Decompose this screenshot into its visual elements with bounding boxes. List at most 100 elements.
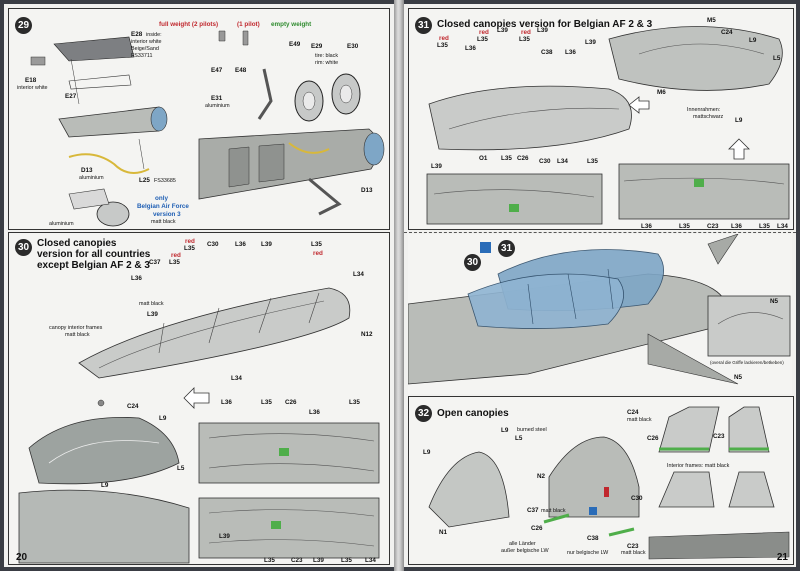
step-32-title: Open canopies [437,408,509,419]
r-label-c30: C30 [539,158,551,165]
s32-label-burned-steel: burned steel [517,427,547,433]
label-b-c23: C23 [291,557,303,564]
r-label-g-l36: L36 [641,223,652,230]
label-e27: E27 [65,93,77,100]
label-e30: E30 [347,43,359,50]
label-l35-c: L35 [169,259,180,266]
step-31-panel: 31 Closed canopies version for Belgian A… [408,8,794,230]
label-canopy-frames-1: canopy interior frames [49,325,103,331]
label-l25-note: FS33685 [154,178,176,184]
step-30-number: 30 [15,239,32,256]
label-version-3: version 3 [153,211,181,218]
s32-label-c26: C26 [531,525,543,532]
label-red-1: red [185,238,195,245]
r-label-l36-b: L36 [565,49,576,56]
s32-label-c23: C23 [627,543,639,550]
step-32-drawing [428,406,790,560]
dashed-divider [404,232,796,233]
r-label-innen-1: Innenrahmen: [687,107,721,113]
r-label-l34: L34 [557,158,568,165]
label-e48: E48 [235,67,247,74]
s32-label-c37-note: matt black [541,508,566,514]
assembly-n5-b: N5 [734,374,743,381]
r-label-red-3: red [521,29,531,36]
r-label-innen-2: mattschwarz [693,114,724,120]
label-c30: C30 [207,241,219,248]
r-label-l35-a: L35 [437,42,448,49]
page-number-right: 21 [776,552,788,563]
label-e31: E31 [211,95,223,102]
r-label-l39-d: L39 [431,163,442,170]
s32-label-n1: N1 [439,529,448,536]
s32-label-l9-b: L9 [423,449,431,456]
assembly-step-31: 31 [498,240,515,257]
label-n12: N12 [361,331,373,338]
step-29-drawing [30,30,385,227]
page-number-left: 20 [16,552,28,563]
label-g-l35-a: L35 [261,399,272,406]
s32-label-interior: Interior frames: matt black [667,463,730,469]
label-g-l35-b: L35 [349,399,360,406]
r-label-l36-a: L36 [465,45,476,52]
label-e28-note4: FS33711 [131,53,153,59]
r-label-l35-e: L35 [587,158,598,165]
s32-label-r-c26: C26 [647,435,659,442]
r-label-l39-b: L39 [537,27,548,34]
s32-label-r-c23: C23 [713,433,725,440]
label-l25: L25 [139,177,150,184]
label-d13: D13 [81,167,93,174]
r-label-m5: M5 [707,17,716,24]
s32-label-n2: N2 [537,473,546,480]
step-30-title-2: version for all countries [37,249,151,260]
label-l36-b: L36 [131,275,142,282]
r-label-l35-c: L35 [519,36,530,43]
s32-label-alle-1: alle Länder [509,541,536,547]
s32-label-l5: L5 [515,435,523,442]
r-label-g-l36-b: L36 [731,223,742,230]
r-label-g-l35-b: L35 [759,223,770,230]
label-aluminium: aluminium [49,221,74,227]
label-l9-b: L9 [101,482,109,489]
s32-label-nur: nur belgische LW [567,550,609,556]
label-d13-note: aluminium [79,175,104,181]
s32-label-matt-black: matt black [627,417,652,423]
r-label-l35-d: L35 [501,155,512,162]
label-only: only [155,195,168,202]
step-30-panel: 30 Closed canopies version for all count… [8,232,390,565]
step-31-title: Closed canopies version for Belgian AF 2… [437,19,653,30]
label-b-l34: L34 [365,557,376,564]
label-l35-a: L35 [184,245,195,252]
label-belgian-air-force: Belgian Air Force [137,203,189,210]
label-e28-note1: inside: [146,32,162,38]
label-e49: E49 [289,41,301,48]
label-g-c26: C26 [285,399,297,406]
step-29-panel: 29 full weight (2 pilots) (1 pilot) empt… [8,8,390,230]
label-matt-black-30: matt black [139,301,164,307]
spine-gutter [394,0,404,571]
label-matt-black: matt black [151,219,176,225]
label-l5: L5 [177,465,185,472]
r-label-l39-a: L39 [497,27,508,34]
step-32-number: 32 [415,405,432,422]
assembly-panel: 30 31 N5 N5 (overal die Griffe lackieren… [408,234,792,394]
r-label-c38: C38 [541,49,553,56]
left-page: 29 full weight (2 pilots) (1 pilot) empt… [4,4,395,567]
r-label-l9: L9 [749,37,757,44]
step-30-title-1: Closed canopies [37,238,117,249]
label-c37: C37 [149,259,161,266]
s32-label-c23-note: matt black [621,550,646,556]
label-l34-b: L34 [231,375,242,382]
label-tire1: tire: black [315,53,339,59]
label-red-3: red [171,252,181,259]
label-e18-note: interior white [17,85,48,91]
label-g-l36-b: L36 [309,409,320,416]
step-29-number: 29 [15,17,32,34]
label-b-l39-b: L39 [313,557,324,564]
label-b-l35: L35 [264,557,275,564]
label-one-pilot: (1 pilot) [237,21,260,28]
label-b-l35-b: L35 [341,557,352,564]
r-label-o1: O1 [479,155,488,162]
r-label-c26: C26 [517,155,529,162]
label-e28-note2: interior white [131,39,162,45]
assembly-n5: N5 [770,298,779,305]
